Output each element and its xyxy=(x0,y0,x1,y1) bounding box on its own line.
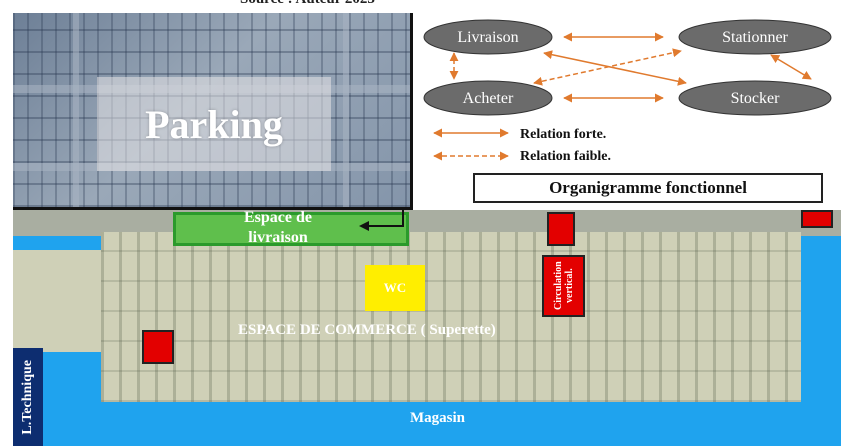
red-block-top xyxy=(547,212,575,246)
parking-label: Parking xyxy=(145,101,283,147)
zone-wc: WC xyxy=(365,265,425,311)
relation-stationner-stocker xyxy=(770,54,812,80)
circulation-label: Circulation vertical. xyxy=(552,261,575,311)
magasin-label: Magasin xyxy=(410,410,466,426)
technique-label: L.Technique xyxy=(20,359,35,435)
plan-floor-left xyxy=(13,250,101,352)
commerce-label: ESPACE DE COMMERCE ( Superette) xyxy=(238,322,496,338)
floor-plan: Espace de livraison WC Circulation verti… xyxy=(13,210,841,446)
legend-strong-label: Relation forte. xyxy=(520,127,606,142)
node-stocker-label: Stocker xyxy=(731,90,781,107)
wc-label: WC xyxy=(383,280,407,295)
node-acheter xyxy=(423,80,553,116)
parking-label-box: Parking xyxy=(97,77,331,171)
source-caption: Source : Auteur 2023 xyxy=(240,0,375,8)
organigramme-panel: Livraison Stationner Acheter Stocker Rel… xyxy=(416,13,841,210)
organigramme-title: Organigramme fonctionnel xyxy=(549,178,747,197)
organigramme-title-box: Organigramme fonctionnel xyxy=(473,173,823,203)
red-block-left xyxy=(142,330,174,364)
livraison-arrow xyxy=(359,210,404,231)
organigramme-diagram: Livraison Stationner Acheter Stocker Rel… xyxy=(423,19,832,164)
parking-aisle xyxy=(73,13,79,207)
node-stocker xyxy=(678,80,832,116)
livraison-label: Espace de livraison xyxy=(244,210,312,246)
parking-aisle xyxy=(343,13,349,207)
node-livraison xyxy=(423,19,553,55)
node-livraison-label: Livraison xyxy=(457,29,518,46)
node-stationner-label: Stationner xyxy=(722,29,788,46)
node-acheter-label: Acheter xyxy=(463,90,514,107)
relation-livraison-stocker xyxy=(543,50,687,86)
zone-circulation: Circulation vertical. xyxy=(542,255,585,317)
node-stationner xyxy=(678,19,832,55)
zone-livraison xyxy=(173,212,409,246)
local-technique: L.Technique xyxy=(13,348,43,446)
red-block-right xyxy=(801,210,833,228)
plan-floor xyxy=(101,232,801,402)
relation-acheter-stationner xyxy=(533,48,682,86)
parking-photo: Parking xyxy=(13,13,413,210)
plan-top-strip xyxy=(13,210,841,236)
legend-weak-label: Relation faible. xyxy=(520,149,611,164)
